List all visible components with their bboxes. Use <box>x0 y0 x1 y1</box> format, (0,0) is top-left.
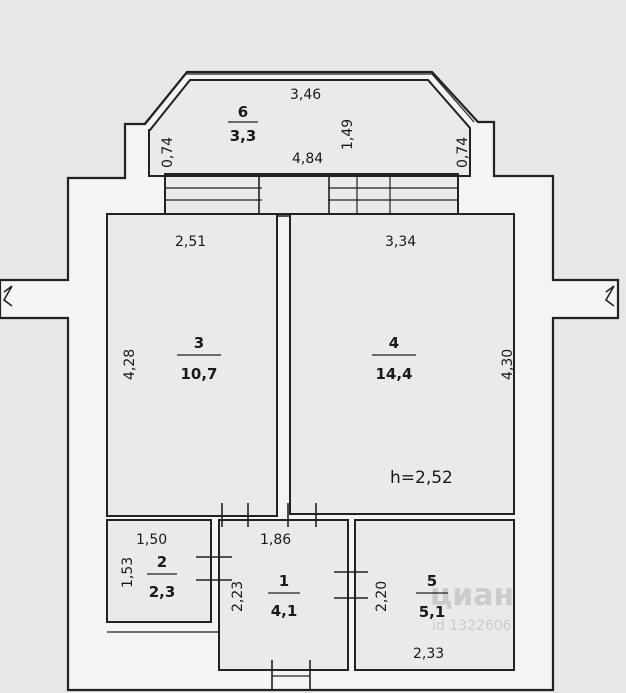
dim-balcony-opening: 4,84 <box>292 151 323 167</box>
room-2-number: 2 <box>157 553 167 571</box>
room-2-area: 2,3 <box>149 583 176 601</box>
ceiling-height: h=2,52 <box>390 468 453 488</box>
dim-room3-width: 2,51 <box>175 234 206 250</box>
dim-room5-width: 2,33 <box>413 646 444 662</box>
room-4-number: 4 <box>389 334 399 352</box>
dim-room3-length: 4,28 <box>122 349 138 380</box>
door-markers <box>196 503 368 690</box>
dim-room2-width: 1,50 <box>136 532 167 548</box>
watermark-id: id 1322606 <box>432 618 512 634</box>
wall-break-right <box>604 285 615 307</box>
balcony-outer-line <box>143 73 475 125</box>
room-4 <box>289 213 515 515</box>
room-6-number: 6 <box>238 103 248 121</box>
dim-balcony-left: 0,74 <box>160 137 176 168</box>
dim-room4-width: 3,34 <box>385 234 416 250</box>
lower-walls <box>107 621 514 671</box>
watermark-brand: циан <box>430 578 514 613</box>
room-5-number: 5 <box>427 572 437 590</box>
wall-band <box>164 175 459 215</box>
dim-hall-width: 1,86 <box>260 532 291 548</box>
room-3-area: 10,7 <box>180 365 217 383</box>
dim-room2-length: 1,53 <box>120 557 136 588</box>
room-6-balcony <box>148 79 471 177</box>
room-4-area: 14,4 <box>375 365 412 383</box>
dim-balcony-top: 3,46 <box>290 87 321 103</box>
dim-balcony-depth: 1,49 <box>340 119 356 150</box>
room-3 <box>106 213 278 517</box>
window-lines <box>165 176 458 214</box>
dim-room5-length: 2,20 <box>374 581 390 612</box>
room-1-area: 4,1 <box>271 602 298 620</box>
room-3-number: 3 <box>194 334 204 352</box>
room-5 <box>354 519 515 671</box>
partition-3-4 <box>276 214 291 516</box>
dim-balcony-right: 0,74 <box>455 137 471 168</box>
dim-hall-length: 2,23 <box>230 581 246 612</box>
room-6-area: 3,3 <box>230 127 257 145</box>
dim-room4-length: 4,30 <box>500 349 516 380</box>
wall-break-left <box>2 285 13 307</box>
room-1-number: 1 <box>279 572 289 590</box>
room-5-area: 5,1 <box>419 603 446 621</box>
